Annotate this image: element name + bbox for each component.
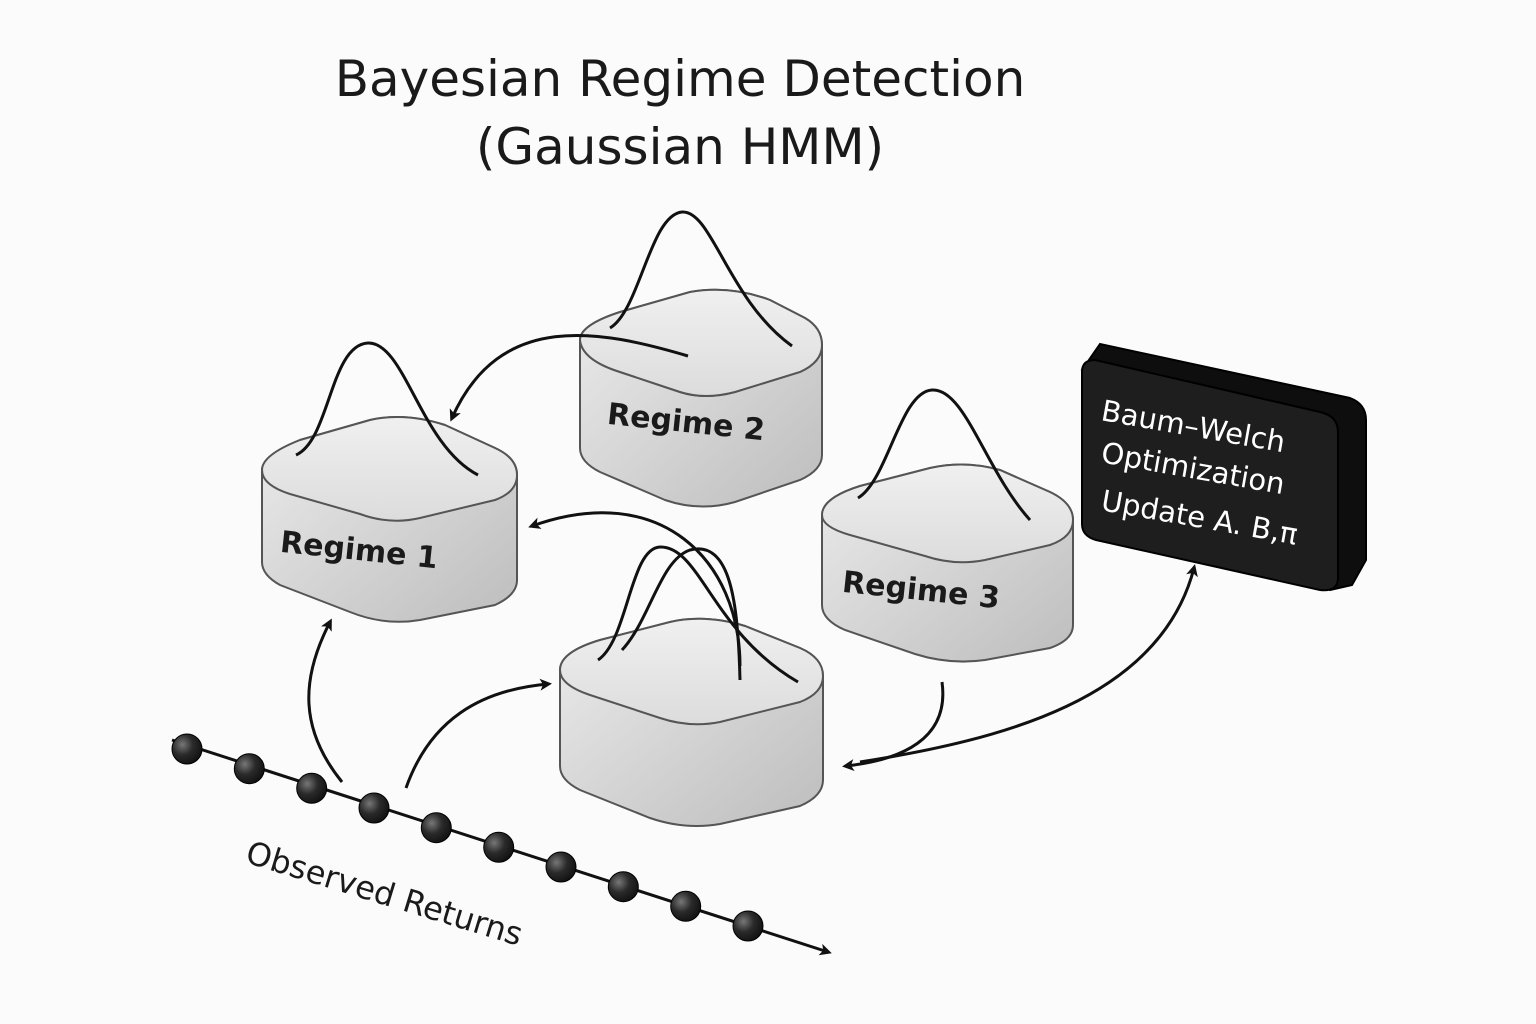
diagram-title-line-2: (Gaussian HMM) bbox=[475, 118, 885, 176]
observation-dots bbox=[171, 733, 764, 942]
observation-dot bbox=[420, 812, 452, 844]
regime-1-gaussian-curve bbox=[295, 341, 479, 477]
observation-dot bbox=[296, 772, 328, 804]
observation-dot bbox=[483, 831, 515, 863]
observation-dot bbox=[670, 890, 702, 922]
regime-3-box[interactable]: Regime 3 bbox=[820, 463, 1075, 663]
observation-dot bbox=[233, 753, 265, 785]
baum-welch-optimizer-box[interactable]: Baum–Welch Optimization Update A. B,π bbox=[1080, 342, 1367, 592]
regime-4-gaussian-curve-back bbox=[620, 547, 742, 681]
observation-dot bbox=[171, 733, 203, 765]
arrow-regime3-to-regime4 bbox=[842, 681, 945, 772]
regime-4-gaussian-curve bbox=[597, 545, 799, 684]
arrow-observations-to-regime1 bbox=[307, 618, 344, 783]
arrow-regime2-to-regime1 bbox=[449, 334, 689, 422]
regime-4-box[interactable] bbox=[558, 617, 825, 827]
observation-dot bbox=[732, 910, 764, 942]
arrow-observations-to-regime4 bbox=[404, 678, 552, 789]
regime-3-gaussian-curve bbox=[857, 388, 1032, 522]
arrow-regime4-to-regime1 bbox=[528, 511, 742, 667]
diagram-title-line-1: Bayesian Regime Detection bbox=[334, 50, 1026, 108]
observation-dot bbox=[607, 871, 639, 903]
regime-1-box[interactable]: Regime 1 bbox=[260, 416, 519, 623]
regime-2-gaussian-curve bbox=[609, 210, 793, 348]
observation-dot bbox=[545, 851, 577, 883]
observation-dot bbox=[358, 792, 390, 824]
arrow-regime4-to-optimizer bbox=[859, 564, 1198, 764]
